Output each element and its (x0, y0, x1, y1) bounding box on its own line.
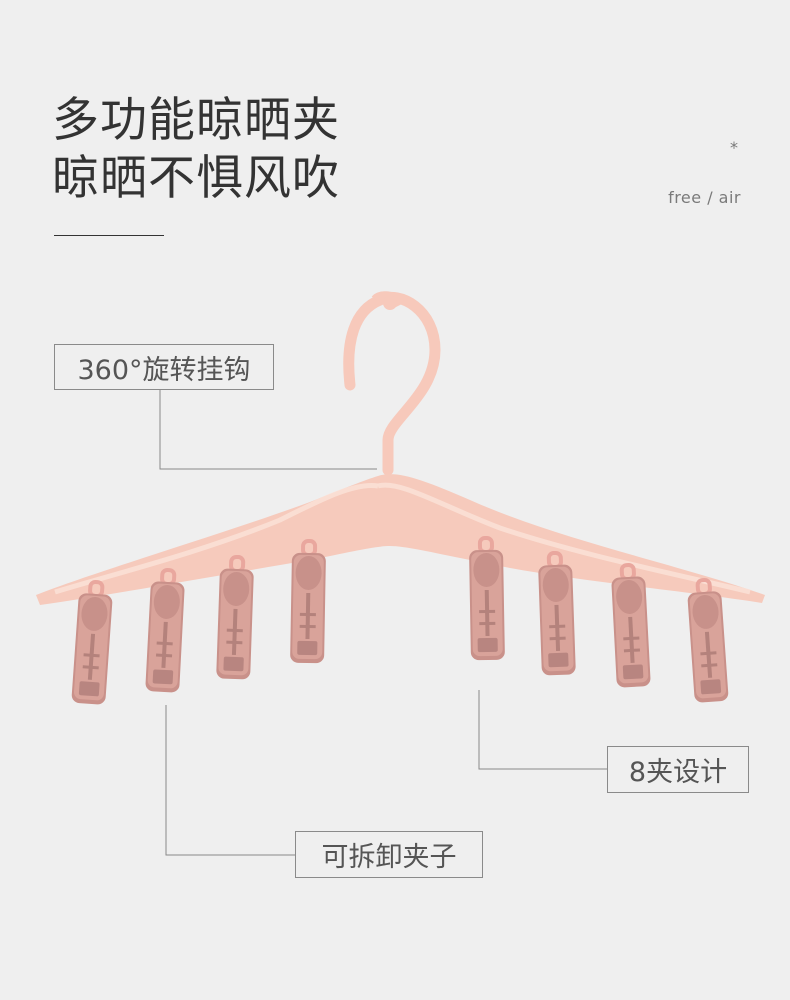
clip-6 (538, 552, 576, 675)
clip-5 (466, 535, 507, 663)
tagline: free / air (668, 188, 741, 207)
title-underline (54, 235, 164, 236)
callout-hook: 360°旋转挂钩 (54, 344, 274, 390)
clip-4 (288, 538, 329, 666)
clip-8 (684, 576, 731, 705)
leader-line-clips (478, 690, 607, 770)
leader-line-hook (159, 390, 377, 470)
hanger-hook (343, 291, 441, 476)
hanger-body (36, 474, 765, 605)
callout-clips: 8夹设计 (607, 746, 749, 793)
star-decoration: * (730, 138, 738, 157)
callout-detachable: 可拆卸夹子 (295, 831, 483, 878)
clip-3 (216, 556, 254, 679)
headline-line-2: 晾晒不惧风吹 (52, 151, 340, 206)
clip-7 (610, 564, 650, 688)
headline: 多功能晾晒夹 晾晒不惧风吹 (52, 92, 340, 208)
clip-1 (69, 578, 116, 707)
leader-line-detach (165, 705, 295, 856)
clip-2 (145, 569, 185, 693)
headline-line-1: 多功能晾晒夹 (52, 93, 340, 148)
leader-lines (159, 390, 607, 856)
